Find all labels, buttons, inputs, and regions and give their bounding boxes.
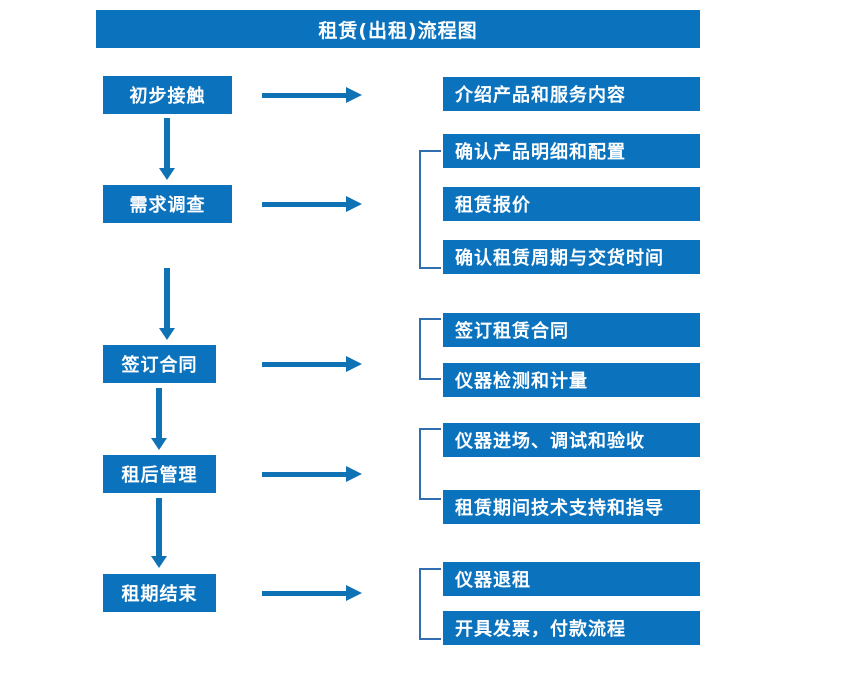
down-arrow-contact-to-survey — [156, 118, 178, 180]
detail-box-instrument-inspection[interactable]: 仪器检测和计量 — [443, 363, 700, 397]
detail-label: 确认产品明细和配置 — [455, 142, 626, 163]
detail-label: 仪器进场、调试和验收 — [455, 431, 645, 452]
group-bracket-post-rent-management — [419, 428, 441, 500]
group-bracket-lease-end — [419, 568, 441, 640]
detail-label: 开具发票，付款流程 — [455, 619, 626, 640]
right-arrow-initial-contact — [262, 84, 362, 106]
group-bracket-sign-contract — [419, 318, 441, 380]
detail-label: 租赁期间技术支持和指导 — [455, 498, 664, 519]
stage-box-initial-contact[interactable]: 初步接触 — [103, 76, 232, 114]
detail-box-confirm-lease-period[interactable]: 确认租赁周期与交货时间 — [443, 240, 700, 274]
detail-label: 确认租赁周期与交货时间 — [455, 248, 664, 269]
detail-box-technical-support[interactable]: 租赁期间技术支持和指导 — [443, 490, 700, 524]
detail-box-confirm-product-spec[interactable]: 确认产品明细和配置 — [443, 134, 700, 168]
detail-box-instrument-return[interactable]: 仪器退租 — [443, 562, 700, 596]
stage-box-demand-survey[interactable]: 需求调查 — [103, 185, 232, 223]
detail-box-instrument-onsite-commissioning[interactable]: 仪器进场、调试和验收 — [443, 423, 700, 457]
stage-label: 需求调查 — [129, 195, 206, 216]
stage-box-sign-contract[interactable]: 签订合同 — [103, 345, 216, 383]
detail-box-invoice-payment[interactable]: 开具发票，付款流程 — [443, 611, 700, 645]
detail-label: 租赁报价 — [455, 195, 531, 216]
detail-label: 仪器退租 — [455, 570, 531, 591]
stage-label: 租期结束 — [121, 584, 198, 605]
detail-box-rental-quotation[interactable]: 租赁报价 — [443, 187, 700, 221]
stage-box-lease-end[interactable]: 租期结束 — [103, 574, 216, 612]
down-arrow-contract-to-management — [148, 388, 170, 450]
stage-label: 租后管理 — [121, 465, 198, 486]
group-bracket-demand-survey — [419, 150, 441, 269]
down-arrow-management-to-leaseend — [148, 498, 170, 568]
detail-label: 仪器检测和计量 — [455, 371, 588, 392]
detail-label: 签订租赁合同 — [455, 321, 569, 342]
right-arrow-post-rent-management — [262, 463, 362, 485]
stage-label: 初步接触 — [129, 86, 206, 107]
stage-label: 签订合同 — [121, 355, 198, 376]
right-arrow-sign-contract — [262, 353, 362, 375]
page-title: 租赁(出租)流程图 — [96, 10, 700, 48]
detail-label: 介绍产品和服务内容 — [455, 85, 626, 106]
right-arrow-demand-survey — [262, 193, 362, 215]
stage-box-post-rent-management[interactable]: 租后管理 — [103, 455, 216, 493]
down-arrow-survey-to-contract — [156, 268, 178, 340]
detail-box-sign-lease-contract[interactable]: 签订租赁合同 — [443, 313, 700, 347]
detail-box-introduce-products[interactable]: 介绍产品和服务内容 — [443, 77, 700, 111]
right-arrow-lease-end — [262, 582, 362, 604]
